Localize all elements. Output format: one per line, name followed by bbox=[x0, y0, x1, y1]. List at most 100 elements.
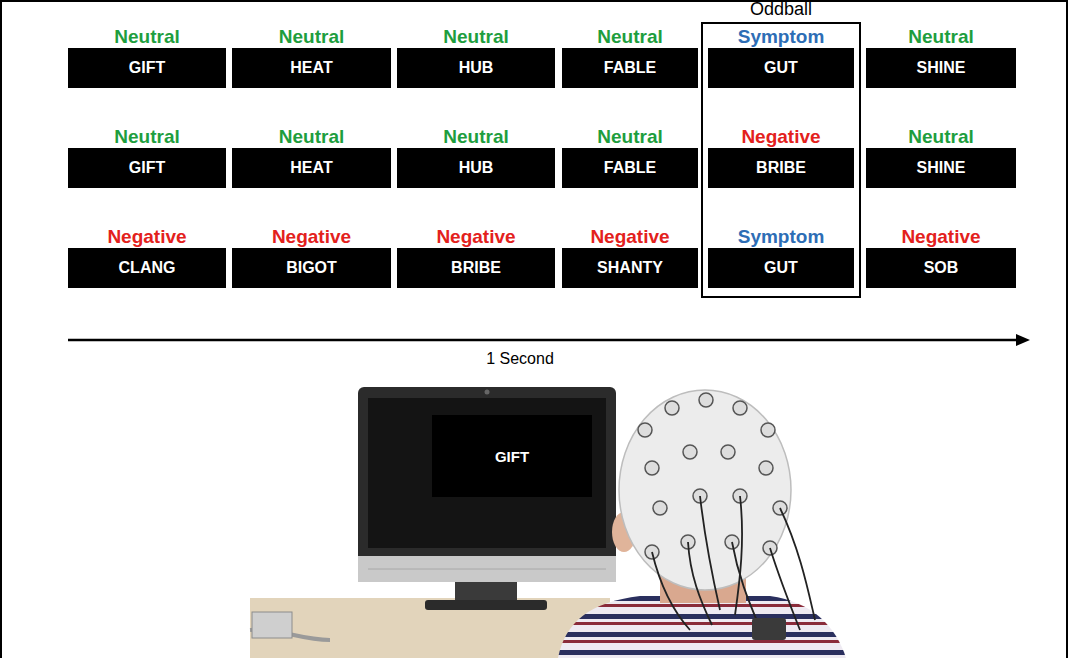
eeg-cap bbox=[619, 390, 791, 590]
word-box: NeutralFABLE bbox=[562, 126, 698, 188]
stimulus-word: BRIBE bbox=[756, 159, 806, 177]
category-label: Negative bbox=[741, 126, 820, 148]
category-label: Negative bbox=[901, 226, 980, 248]
electrode bbox=[638, 423, 652, 437]
stimulus-word: CLANG bbox=[119, 259, 176, 277]
webcam bbox=[485, 390, 490, 395]
word-box: NeutralFABLE bbox=[562, 26, 698, 88]
monitor-screen: GIFT bbox=[432, 415, 592, 497]
stimulus-word: GUT bbox=[764, 259, 798, 277]
word-box: NeutralHEAT bbox=[232, 26, 391, 88]
electrode bbox=[665, 401, 679, 415]
category-label: Neutral bbox=[279, 126, 344, 148]
stimulus-word: BRIBE bbox=[451, 259, 501, 277]
category-label: Neutral bbox=[114, 26, 179, 48]
shirt bbox=[558, 596, 846, 658]
word-box: NegativeBIGOT bbox=[232, 226, 391, 288]
word-field: HEAT bbox=[232, 48, 391, 88]
time-axis bbox=[68, 339, 1020, 342]
word-box: NegativeSOB bbox=[866, 226, 1016, 288]
word-box: NegativeCLANG bbox=[68, 226, 226, 288]
word-field: FABLE bbox=[562, 148, 698, 188]
time-arrowhead bbox=[1016, 334, 1030, 346]
word-box: NeutralHUB bbox=[397, 126, 555, 188]
stimulus-word: FABLE bbox=[604, 59, 656, 77]
stimulus-word: SHANTY bbox=[597, 259, 663, 277]
word-box: NeutralGIFT bbox=[68, 126, 226, 188]
monitor-base bbox=[425, 600, 547, 610]
word-field: HUB bbox=[397, 48, 555, 88]
eeg-wire bbox=[688, 542, 712, 625]
category-label: Neutral bbox=[279, 26, 344, 48]
category-label: Neutral bbox=[908, 26, 973, 48]
word-box: NeutralHUB bbox=[397, 26, 555, 88]
word-field: HEAT bbox=[232, 148, 391, 188]
word-box: NegativeSHANTY bbox=[562, 226, 698, 288]
category-label: Negative bbox=[272, 226, 351, 248]
monitor-speaker-bar bbox=[358, 556, 616, 582]
word-field: BRIBE bbox=[708, 148, 854, 188]
oddball-label: Oddball bbox=[703, 0, 859, 20]
category-label: Symptom bbox=[738, 26, 825, 48]
word-box: NegativeBRIBE bbox=[708, 126, 854, 188]
word-field: HUB bbox=[397, 148, 555, 188]
electrode bbox=[733, 401, 747, 415]
eeg-wire bbox=[770, 548, 800, 630]
time-label: 1 Second bbox=[486, 350, 554, 368]
category-label: Neutral bbox=[114, 126, 179, 148]
category-label: Negative bbox=[107, 226, 186, 248]
word-field: GUT bbox=[708, 48, 854, 88]
stimulus-word: GIFT bbox=[129, 59, 165, 77]
stimulus-word: FABLE bbox=[604, 159, 656, 177]
monitor-bezel bbox=[358, 387, 616, 582]
word-box: SymptomGUT bbox=[708, 226, 854, 288]
desk bbox=[250, 598, 610, 658]
electrode bbox=[761, 423, 775, 437]
electrode bbox=[683, 445, 697, 459]
electrode bbox=[721, 445, 735, 459]
word-field: BRIBE bbox=[397, 248, 555, 288]
category-label: Neutral bbox=[597, 126, 662, 148]
eeg-wire bbox=[780, 508, 815, 620]
category-label: Symptom bbox=[738, 226, 825, 248]
word-box: NeutralHEAT bbox=[232, 126, 391, 188]
stimulus-word: HEAT bbox=[290, 59, 332, 77]
electrode-connector bbox=[752, 618, 786, 640]
eeg-wire bbox=[732, 542, 760, 628]
word-box: NeutralSHINE bbox=[866, 126, 1016, 188]
word-box: NegativeBRIBE bbox=[397, 226, 555, 288]
stimulus-word: HUB bbox=[459, 59, 494, 77]
stimulus-word: HUB bbox=[459, 159, 494, 177]
category-label: Neutral bbox=[597, 26, 662, 48]
electrode bbox=[759, 461, 773, 475]
word-field: SOB bbox=[866, 248, 1016, 288]
stimulus-word: SOB bbox=[924, 259, 959, 277]
screen-word: GIFT bbox=[495, 448, 529, 465]
word-field: CLANG bbox=[68, 248, 226, 288]
word-field: SHANTY bbox=[562, 248, 698, 288]
eeg-wire bbox=[735, 496, 742, 615]
category-label: Neutral bbox=[443, 126, 508, 148]
electrode bbox=[699, 393, 713, 407]
word-field: GUT bbox=[708, 248, 854, 288]
oddball-frame: OddballSymptomGUTNegativeBRIBESymptomGUT bbox=[701, 22, 861, 298]
category-label: Neutral bbox=[443, 26, 508, 48]
word-field: FABLE bbox=[562, 48, 698, 88]
word-field: GIFT bbox=[68, 148, 226, 188]
category-label: Negative bbox=[590, 226, 669, 248]
word-field: SHINE bbox=[866, 48, 1016, 88]
amplifier-box bbox=[252, 612, 292, 638]
monitor-display bbox=[368, 398, 606, 548]
electrode bbox=[645, 461, 659, 475]
word-box: NeutralSHINE bbox=[866, 26, 1016, 88]
stimulus-word: SHINE bbox=[917, 59, 966, 77]
stimulus-word: BIGOT bbox=[286, 259, 337, 277]
word-box: NeutralGIFT bbox=[68, 26, 226, 88]
stimulus-word: SHINE bbox=[917, 159, 966, 177]
word-box: SymptomGUT bbox=[708, 26, 854, 88]
label-slot: 1 Second bbox=[420, 350, 620, 368]
